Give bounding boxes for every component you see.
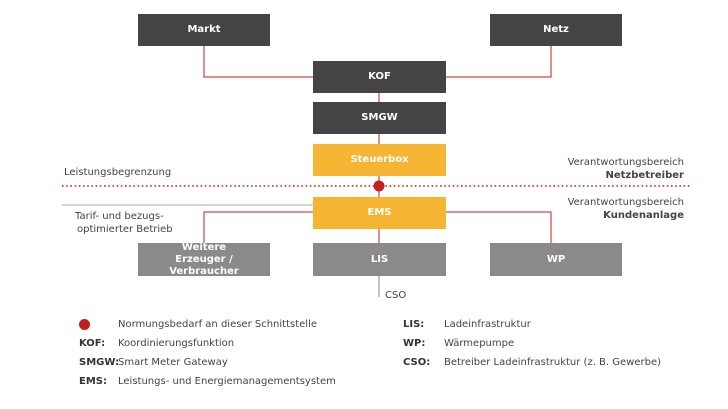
legend-value-cso: Betreiber Ladeinfrastruktur (z. B. Gewer…	[444, 357, 662, 368]
legend-key-smgw: SMGW:	[79, 357, 120, 368]
box-kof: KOF	[313, 61, 446, 93]
box-wp: WP	[490, 243, 622, 276]
legend-dot-text: Normungsbedarf an dieser Schnittstelle	[118, 319, 318, 330]
legend-value-smgw: Smart Meter Gateway	[118, 357, 228, 368]
legend-key-cso: CSO:	[403, 357, 431, 368]
label-tarif-line1: Tarif- und bezugs-	[75, 211, 164, 222]
legend-value-ems: Leistungs- und Energiemanagementsystem	[118, 376, 336, 387]
box-lis: LIS	[313, 243, 446, 276]
legend-key-wp: WP:	[403, 338, 426, 349]
line-ems-wp	[446, 211, 552, 243]
label-verantwortung-kundenanlage: Verantwortungsbereich Kundenanlage	[568, 196, 684, 222]
line-ems-weitere	[203, 211, 313, 243]
label-cso: CSO	[385, 290, 407, 301]
interface-dot	[373, 180, 385, 192]
legend-value-wp: Wärmepumpe	[444, 338, 515, 349]
legend-key-kof: KOF:	[79, 338, 106, 349]
legend-value-lis: Ladeinfrastruktur	[444, 319, 531, 330]
label-verantwortung-netz-line1: Verantwortungsbereich	[567, 157, 684, 168]
box-weitere-erzeuger: Weitere Erzeuger / Verbraucher	[138, 242, 270, 277]
label-tarif-line2: optimierter Betrieb	[77, 224, 173, 235]
legend-dot-icon	[79, 319, 90, 330]
box-ems: EMS	[313, 197, 446, 229]
legend-key-lis: LIS:	[403, 319, 425, 330]
box-markt: Markt	[138, 14, 270, 46]
legend-key-ems: EMS:	[79, 376, 107, 387]
label-tarif: Tarif- und bezugs- optimierter Betrieb	[75, 210, 173, 236]
box-smgw: SMGW	[313, 102, 446, 134]
legend-value-kof: Koordinierungsfunktion	[118, 338, 235, 349]
box-netz: Netz	[490, 14, 622, 46]
label-verantwortung-netzbetreiber: Verantwortungsbereich Netzbetreiber	[568, 156, 684, 182]
label-verantwortung-kunde-line1: Verantwortungsbereich	[567, 197, 684, 208]
line-netz-kof	[446, 46, 552, 78]
box-steuerbox: Steuerbox	[313, 144, 446, 176]
label-verantwortung-kunde-line2: Kundenanlage	[603, 210, 684, 221]
label-leistungsbegrenzung: Leistungsbegrenzung	[64, 167, 172, 178]
line-markt-kof	[203, 46, 313, 78]
label-verantwortung-netz-line2: Netzbetreiber	[605, 170, 685, 181]
